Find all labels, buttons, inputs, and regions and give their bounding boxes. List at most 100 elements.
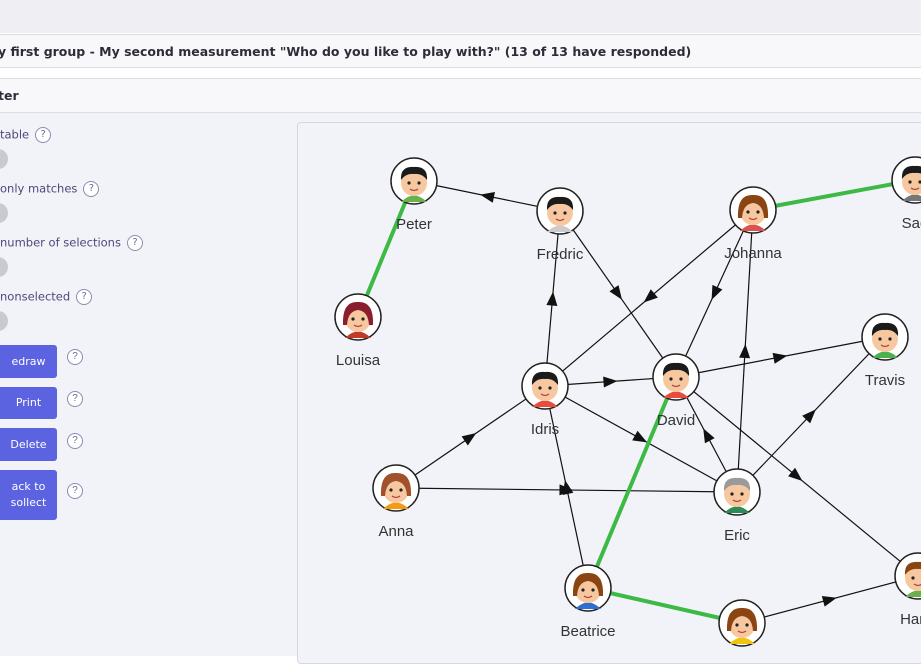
avatar-eye <box>581 588 585 592</box>
node-hann[interactable]: Hann <box>894 552 921 628</box>
node-label: Hann <box>900 611 921 628</box>
node-johanna[interactable]: Johanna <box>724 186 782 262</box>
arrowhead <box>632 430 648 443</box>
avatar-face <box>401 170 427 196</box>
option-only-matches: only matches? <box>0 181 100 197</box>
help-icon[interactable]: ? <box>67 433 83 449</box>
avatar-face <box>532 375 558 401</box>
girl-face-icon <box>342 301 374 338</box>
node-label: Beatrice <box>560 623 615 640</box>
avatar-face <box>724 481 750 507</box>
toggle-only-matches[interactable] <box>0 203 8 223</box>
help-icon[interactable]: ? <box>67 391 83 407</box>
avatar-eye <box>553 211 557 215</box>
toggle-show-table[interactable] <box>0 149 8 169</box>
avatar-shirt <box>724 506 750 513</box>
avatar-eye <box>351 317 355 321</box>
avatar-hair <box>400 166 428 180</box>
back-to-collect-button[interactable]: ack to sollect <box>0 470 57 520</box>
avatar-hair <box>662 362 690 376</box>
node-sad[interactable]: Sad <box>891 156 921 232</box>
girl-face-icon <box>572 572 604 609</box>
avatar-eye <box>911 576 915 580</box>
avatar-hair <box>380 472 412 496</box>
help-icon[interactable]: ? <box>126 235 143 251</box>
avatar-eye <box>538 386 542 390</box>
delete-button[interactable]: Delete <box>0 428 57 461</box>
arrowhead <box>788 467 803 481</box>
option-label: table <box>0 127 30 142</box>
node-peter[interactable]: Peter <box>390 157 438 233</box>
avatar-eye <box>730 492 734 496</box>
avatar-shirt <box>872 351 898 358</box>
avatar-mouth <box>391 495 401 499</box>
avatar-shirt <box>532 400 558 407</box>
avatar-shirt <box>575 602 601 609</box>
measurement-title-bar: y first group - My second measurement "W… <box>0 34 921 68</box>
avatar-eye <box>389 488 393 492</box>
help-icon[interactable]: ? <box>35 127 52 143</box>
avatar-hair <box>904 561 921 575</box>
arrowhead <box>609 285 623 300</box>
avatar-mouth <box>409 188 419 192</box>
avatar-shirt <box>383 502 409 509</box>
girl-face-icon <box>737 194 769 231</box>
node-label: Idris <box>531 421 559 438</box>
avatar-eye <box>735 623 739 627</box>
avatar-face <box>547 200 573 226</box>
node-label: Sad <box>902 215 921 232</box>
help-icon[interactable]: ? <box>67 349 83 365</box>
arrowhead <box>711 284 723 300</box>
avatar-eye <box>878 337 882 341</box>
avatar-eye <box>669 377 673 381</box>
avatar-shirt <box>401 195 427 202</box>
arrowhead <box>480 192 495 203</box>
avatar-eye <box>591 588 595 592</box>
arrowhead <box>821 595 837 607</box>
avatar-shirt <box>902 194 921 201</box>
node-yellow[interactable] <box>718 599 766 647</box>
node-david[interactable]: David <box>652 353 700 429</box>
avatar-mouth <box>913 583 921 587</box>
help-icon[interactable]: ? <box>76 289 93 305</box>
avatar-mouth <box>748 217 758 221</box>
boy-face-icon <box>662 362 690 398</box>
node-label: Travis <box>865 372 905 389</box>
node-eric[interactable]: Eric <box>713 468 761 544</box>
avatar-mouth <box>737 630 747 634</box>
girl-face-icon <box>380 472 412 509</box>
node-label: Fredric <box>537 246 584 263</box>
node-anna[interactable]: Anna <box>372 464 420 540</box>
help-icon[interactable]: ? <box>67 483 83 499</box>
redraw-button[interactable]: edraw <box>0 345 57 378</box>
node-travis[interactable]: Travis <box>861 313 909 389</box>
toggle-nonselected[interactable] <box>0 311 8 331</box>
option-label: only matches <box>0 181 78 196</box>
avatar-eye <box>888 337 892 341</box>
avatar-mouth <box>555 218 565 222</box>
avatar-shirt <box>905 590 921 597</box>
node-idris[interactable]: Idris <box>521 362 569 438</box>
avatar-face <box>872 326 898 352</box>
node-beatrice[interactable]: Beatrice <box>560 564 616 640</box>
node-fredric[interactable]: Fredric <box>536 187 584 263</box>
avatar-hair <box>723 477 751 491</box>
toggle-number-of-selections[interactable] <box>0 257 8 277</box>
arrowhead <box>802 409 816 424</box>
option-label: nonselected <box>0 289 71 304</box>
avatar-mouth <box>671 384 681 388</box>
match-line <box>586 376 678 589</box>
match-layer <box>356 178 916 625</box>
option-show-table: table? <box>0 127 52 143</box>
filter-bar[interactable]: ter <box>0 78 921 113</box>
boy-face-icon <box>400 166 428 202</box>
help-icon[interactable]: ? <box>83 181 100 197</box>
boy-face-icon <box>901 165 921 201</box>
print-button[interactable]: Print <box>0 387 57 419</box>
node-louisa[interactable]: Louisa <box>334 293 382 369</box>
avatar-eye <box>740 492 744 496</box>
filter-label: ter <box>0 88 19 103</box>
node-label: Johanna <box>724 245 782 262</box>
